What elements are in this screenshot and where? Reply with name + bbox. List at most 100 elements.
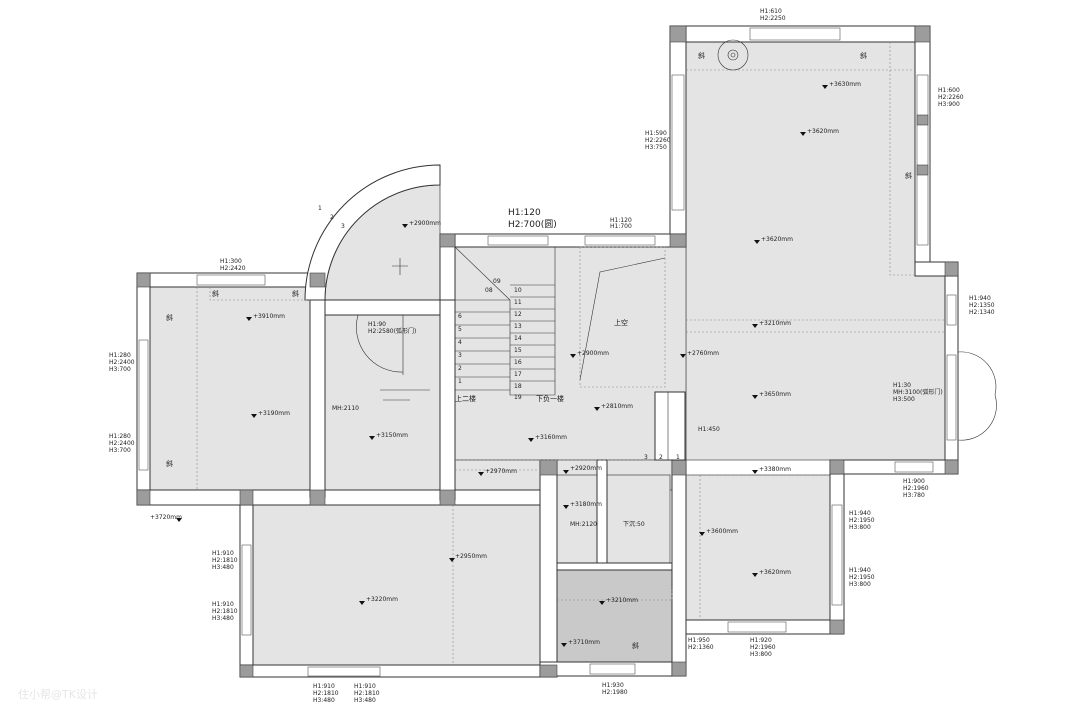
living-door[interactable] (946, 354, 957, 441)
svg-text:17: 17 (514, 371, 522, 378)
window-bath-south[interactable] (589, 663, 636, 675)
window-bedroom-right-south[interactable] (727, 621, 787, 633)
sunken-label: 下沉:50 (623, 520, 645, 528)
step-number: 2 (659, 454, 663, 461)
bathroom-floor (556, 569, 673, 663)
window-top[interactable] (749, 27, 841, 41)
left-room-floor (149, 286, 311, 491)
window-left-room-west[interactable] (138, 339, 149, 471)
window-bedroom-right-east[interactable] (831, 504, 843, 606)
step-number: 1 (676, 454, 680, 461)
svg-text:16: 16 (514, 359, 522, 366)
svg-text:18: 18 (514, 383, 522, 390)
slope-mark: 斜 (292, 289, 299, 298)
svg-text:11: 11 (514, 299, 522, 306)
elevation-label: +3630mm (829, 81, 861, 88)
slope-mark: 斜 (632, 641, 639, 650)
svg-text:09: 09 (493, 278, 501, 285)
elevation-label: +3650mm (759, 391, 791, 398)
sunken-room-floor (606, 474, 671, 564)
window-left-room-top[interactable] (196, 274, 266, 286)
step-number: 1 (318, 205, 322, 212)
elevation-label: +3910mm (253, 313, 285, 320)
middle-room-floor (324, 314, 441, 491)
mh-label: MH:2110 (332, 405, 359, 412)
slope-mark: 斜 (905, 171, 912, 180)
stair-down-label: 下负一楼 (536, 394, 564, 403)
elevation-label: +3190mm (258, 410, 290, 417)
window-top-left[interactable] (671, 74, 685, 211)
window-north-small[interactable] (584, 235, 656, 246)
step-number: 2 (330, 214, 334, 221)
svg-text:1: 1 (458, 378, 462, 385)
slope-mark: 斜 (166, 459, 173, 468)
elevation-label: +3180mm (570, 501, 602, 508)
round-room-floor (324, 184, 441, 301)
window-bedroom-left-south[interactable] (307, 666, 381, 677)
elevation-label: +3620mm (759, 569, 791, 576)
elevation-label: +3720mm (150, 514, 182, 521)
windows[interactable] (138, 27, 997, 677)
svg-text:3: 3 (458, 352, 462, 359)
svg-text:19: 19 (514, 394, 522, 401)
svg-text:10: 10 (514, 287, 522, 294)
elevation-label: +2760mm (687, 350, 719, 357)
stair-up-label: 上二楼 (455, 394, 476, 403)
svg-text:4: 4 (458, 339, 462, 346)
ceiling-lines (196, 39, 945, 665)
stair-hall-floor (454, 246, 687, 461)
elevation-label: +2920mm (570, 465, 602, 472)
elevation-label: +2950mm (455, 553, 487, 560)
svg-text:15: 15 (514, 347, 522, 354)
svg-text:2: 2 (458, 365, 462, 372)
elevation-label: +2900mm (409, 220, 441, 227)
bedroom-left-floor (252, 504, 541, 666)
slope-mark: 斜 (860, 51, 867, 60)
svg-text:6: 6 (458, 313, 462, 320)
window-living-east[interactable] (946, 294, 957, 326)
elevation-label: +3160mm (535, 434, 567, 441)
slope-mark: 斜 (698, 51, 705, 60)
slope-mark: 斜 (166, 313, 173, 322)
svg-text:13: 13 (514, 323, 522, 330)
elevation-label: +3380mm (759, 466, 791, 473)
elevation-label: +3220mm (366, 596, 398, 603)
window-top-right[interactable] (916, 74, 929, 246)
elevation-label: +3620mm (807, 128, 839, 135)
floors (149, 41, 946, 666)
middle-room-door-swing (356, 314, 404, 375)
mh-label: MH:2120 (570, 521, 597, 528)
elevation-label: +2810mm (601, 403, 633, 410)
window-bedroom-left-west[interactable] (241, 544, 252, 636)
step-number: 3 (644, 454, 648, 461)
stair-numbers: 6 5 4 3 2 1 09 08 10 11 12 13 14 15 16 1… (458, 278, 522, 401)
window-north-main[interactable] (487, 235, 549, 246)
elevation-label: +3210mm (759, 320, 791, 327)
elevation-label: +2970mm (485, 468, 517, 475)
void-label: 上空 (614, 318, 628, 327)
slope-mark: 斜 (212, 289, 219, 298)
svg-text:5: 5 (458, 326, 462, 333)
columns (136, 25, 959, 678)
elevation-label: +2900mm (577, 350, 609, 357)
bedroom-right-floor (685, 474, 831, 621)
window-living-south[interactable] (894, 461, 934, 473)
svg-text:12: 12 (514, 311, 522, 318)
